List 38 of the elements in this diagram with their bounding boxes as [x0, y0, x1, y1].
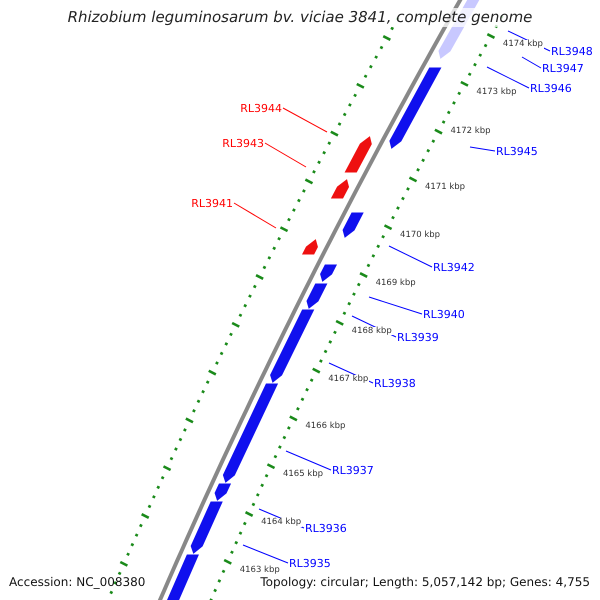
scale-label: 4169 kbp [374, 279, 417, 288]
scale-label: 4165 kbp [282, 470, 324, 479]
gene-label: RL3946 [530, 82, 572, 94]
accession-text: Accession: NC_008380 [9, 576, 146, 588]
scale-label: 4163 kbp [238, 566, 281, 574]
scale-label: 4172 kbp [449, 126, 492, 136]
leader-line [388, 246, 432, 268]
gene-label: RL3943 [222, 138, 264, 148]
leader-line [470, 146, 496, 152]
gene-label: RL3941 [191, 198, 233, 208]
scale-label: 4166 kbp [304, 422, 346, 431]
leader-line [286, 450, 332, 470]
gene-label: RL3947 [542, 62, 584, 74]
leader-line [264, 142, 306, 168]
leader-line [242, 544, 288, 564]
genome-summary-text: Topology: circular; Length: 5,057,142 bp; Genes: 4,755 [260, 576, 590, 588]
scale-label: 4167 kbp [327, 374, 370, 384]
leader-line [234, 202, 276, 228]
gene-label: RL3937 [332, 464, 374, 476]
scale-label: 4164 kbp [260, 518, 302, 526]
leader-line [282, 108, 328, 132]
leader-line [368, 296, 422, 314]
gene-label: RL3948 [551, 46, 593, 56]
leader-line [522, 56, 542, 68]
gene-label: RL3938 [374, 378, 416, 388]
gene-label: RL3939 [397, 332, 439, 342]
gene-label: RL3942 [433, 262, 475, 272]
scale-label: 4174 kbp [502, 40, 544, 48]
gene-label: RL3935 [289, 558, 331, 568]
scale-label: 4171 kbp [424, 183, 466, 192]
leader-line [486, 66, 530, 88]
scale-label: 4173 kbp [475, 88, 518, 96]
gene-label: RL3940 [423, 308, 465, 320]
scale-label: 4168 kbp [350, 326, 393, 336]
gene-label: RL3936 [305, 522, 347, 534]
gene-label: RL3944 [240, 102, 282, 114]
gene-label: RL3945 [496, 146, 538, 156]
scale-label: 4170 kbp [399, 231, 442, 240]
